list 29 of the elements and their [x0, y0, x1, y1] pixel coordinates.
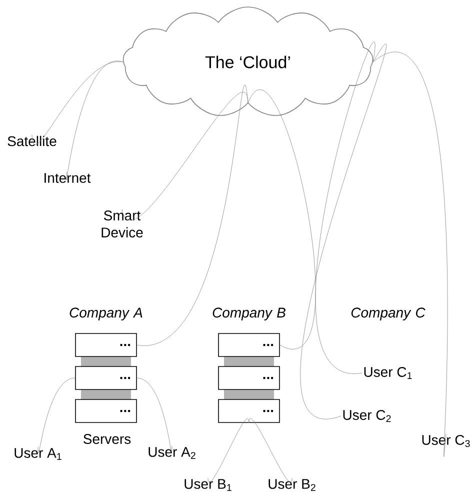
- device-label: User A$_{2}$: [148, 447, 196, 459]
- device-label: Satellite: [8, 136, 56, 146]
- device-label: User C$_{2}$: [343, 410, 391, 422]
- connector-line: [136, 378, 172, 452]
- connector-line: [122, 92, 248, 220]
- connector-line: [32, 62, 124, 145]
- connector-line: [300, 44, 386, 417]
- device-label: Smart Device: [102, 210, 143, 238]
- device-label: User A$_{1}$: [14, 448, 62, 460]
- server-box: ...: [218, 399, 280, 423]
- connector-line: [38, 378, 76, 453]
- device-label: User B$_{1}$: [184, 479, 232, 491]
- server-box: ...: [75, 366, 137, 390]
- connector-line: [66, 61, 124, 180]
- connector-line: [372, 52, 448, 456]
- device-label: Internet: [44, 173, 91, 183]
- server-box: ...: [218, 333, 280, 357]
- device-label: User C$_{1}$: [364, 367, 412, 379]
- company-heading: Company C: [351, 308, 426, 320]
- server-box: ...: [218, 366, 280, 390]
- connector-line: [136, 86, 248, 346]
- server-box: ...: [75, 333, 137, 357]
- connector-line: [208, 418, 250, 482]
- connector-line: [316, 43, 376, 374]
- server-box: ...: [75, 399, 137, 423]
- connector-line: [248, 90, 316, 349]
- connector-line: [248, 418, 292, 482]
- device-label: User C$_{3}$: [422, 434, 470, 448]
- device-label: User B$_{2}$: [268, 479, 316, 491]
